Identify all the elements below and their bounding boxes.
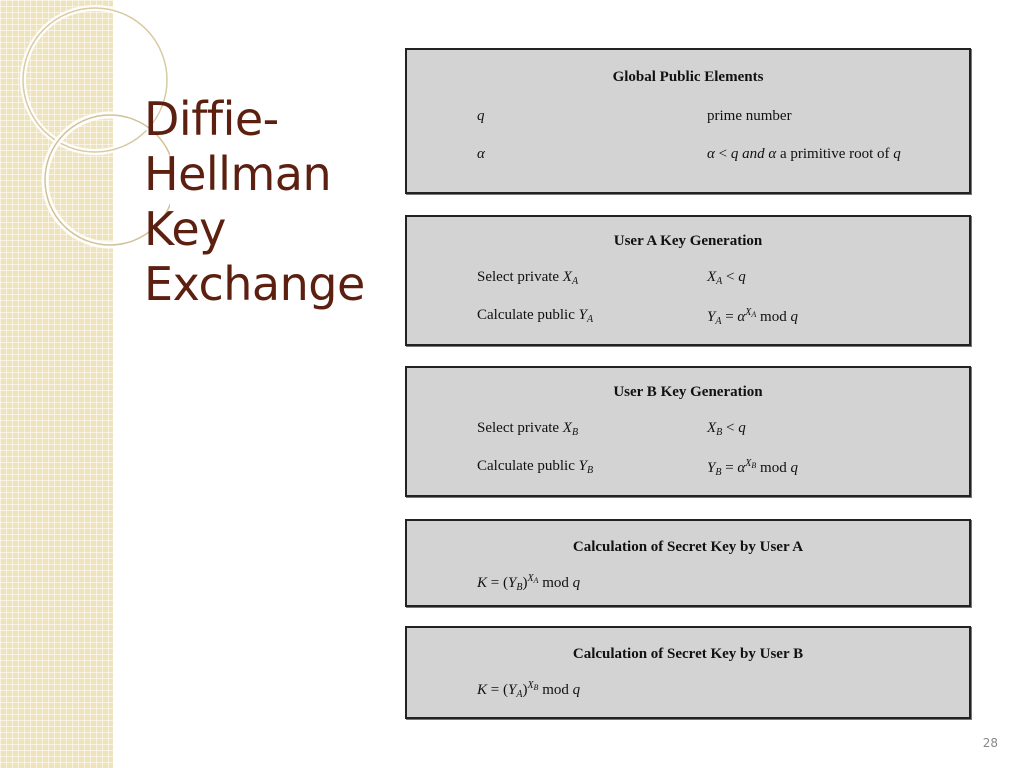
- panel-title: Calculation of Secret Key by User A: [572, 539, 804, 555]
- page-number: 28: [982, 736, 998, 750]
- select-private-xb: Select private XB: [477, 420, 579, 438]
- panel-title: Calculation of Secret Key by User B: [572, 646, 804, 662]
- secret-key-user-b-panel: Calculation of Secret Key by User B K = …: [405, 626, 971, 719]
- panel-title: User B Key Generation: [613, 384, 763, 400]
- q-description: prime number: [707, 108, 792, 124]
- user-b-key-generation-panel: User B Key Generation Select private XB …: [405, 366, 971, 497]
- title-line: Diffie-: [144, 92, 279, 146]
- secret-key-user-a-panel: Calculation of Secret Key by User A K = …: [405, 519, 971, 607]
- alpha-description: α < q and α a primitive root of q: [707, 146, 901, 162]
- title-line: Hellman: [144, 147, 332, 201]
- alpha-symbol: α: [477, 146, 485, 162]
- user-a-key-generation-panel: User A Key Generation Select private XA …: [405, 215, 971, 346]
- title-line: Key: [144, 202, 226, 256]
- calculate-public-ya: Calculate public YA: [477, 307, 594, 325]
- panel-title: Global Public Elements: [612, 69, 764, 85]
- decorative-left-strip: [0, 0, 113, 768]
- title-line: Exchange: [144, 257, 365, 311]
- ya-formula: YA = αXA mod q: [707, 307, 798, 327]
- decorative-arcs: [20, 5, 170, 249]
- select-private-xa: Select private XA: [477, 269, 579, 287]
- global-public-elements-panel: Global Public Elements q prime number α …: [405, 48, 971, 194]
- calculate-public-yb: Calculate public YB: [477, 458, 594, 476]
- slide-title: Diffie- Hellman Key Exchange: [144, 92, 394, 312]
- yb-formula: YB = αXB mod q: [707, 458, 798, 478]
- secret-key-b-formula: K = (YA)XB mod q: [477, 680, 581, 700]
- q-symbol: q: [477, 108, 485, 124]
- xb-less-than-q: XB < q: [707, 420, 746, 438]
- xa-less-than-q: XA < q: [707, 269, 746, 287]
- panel-title: User A Key Generation: [613, 233, 763, 249]
- secret-key-a-formula: K = (YB)XA mod q: [477, 573, 581, 593]
